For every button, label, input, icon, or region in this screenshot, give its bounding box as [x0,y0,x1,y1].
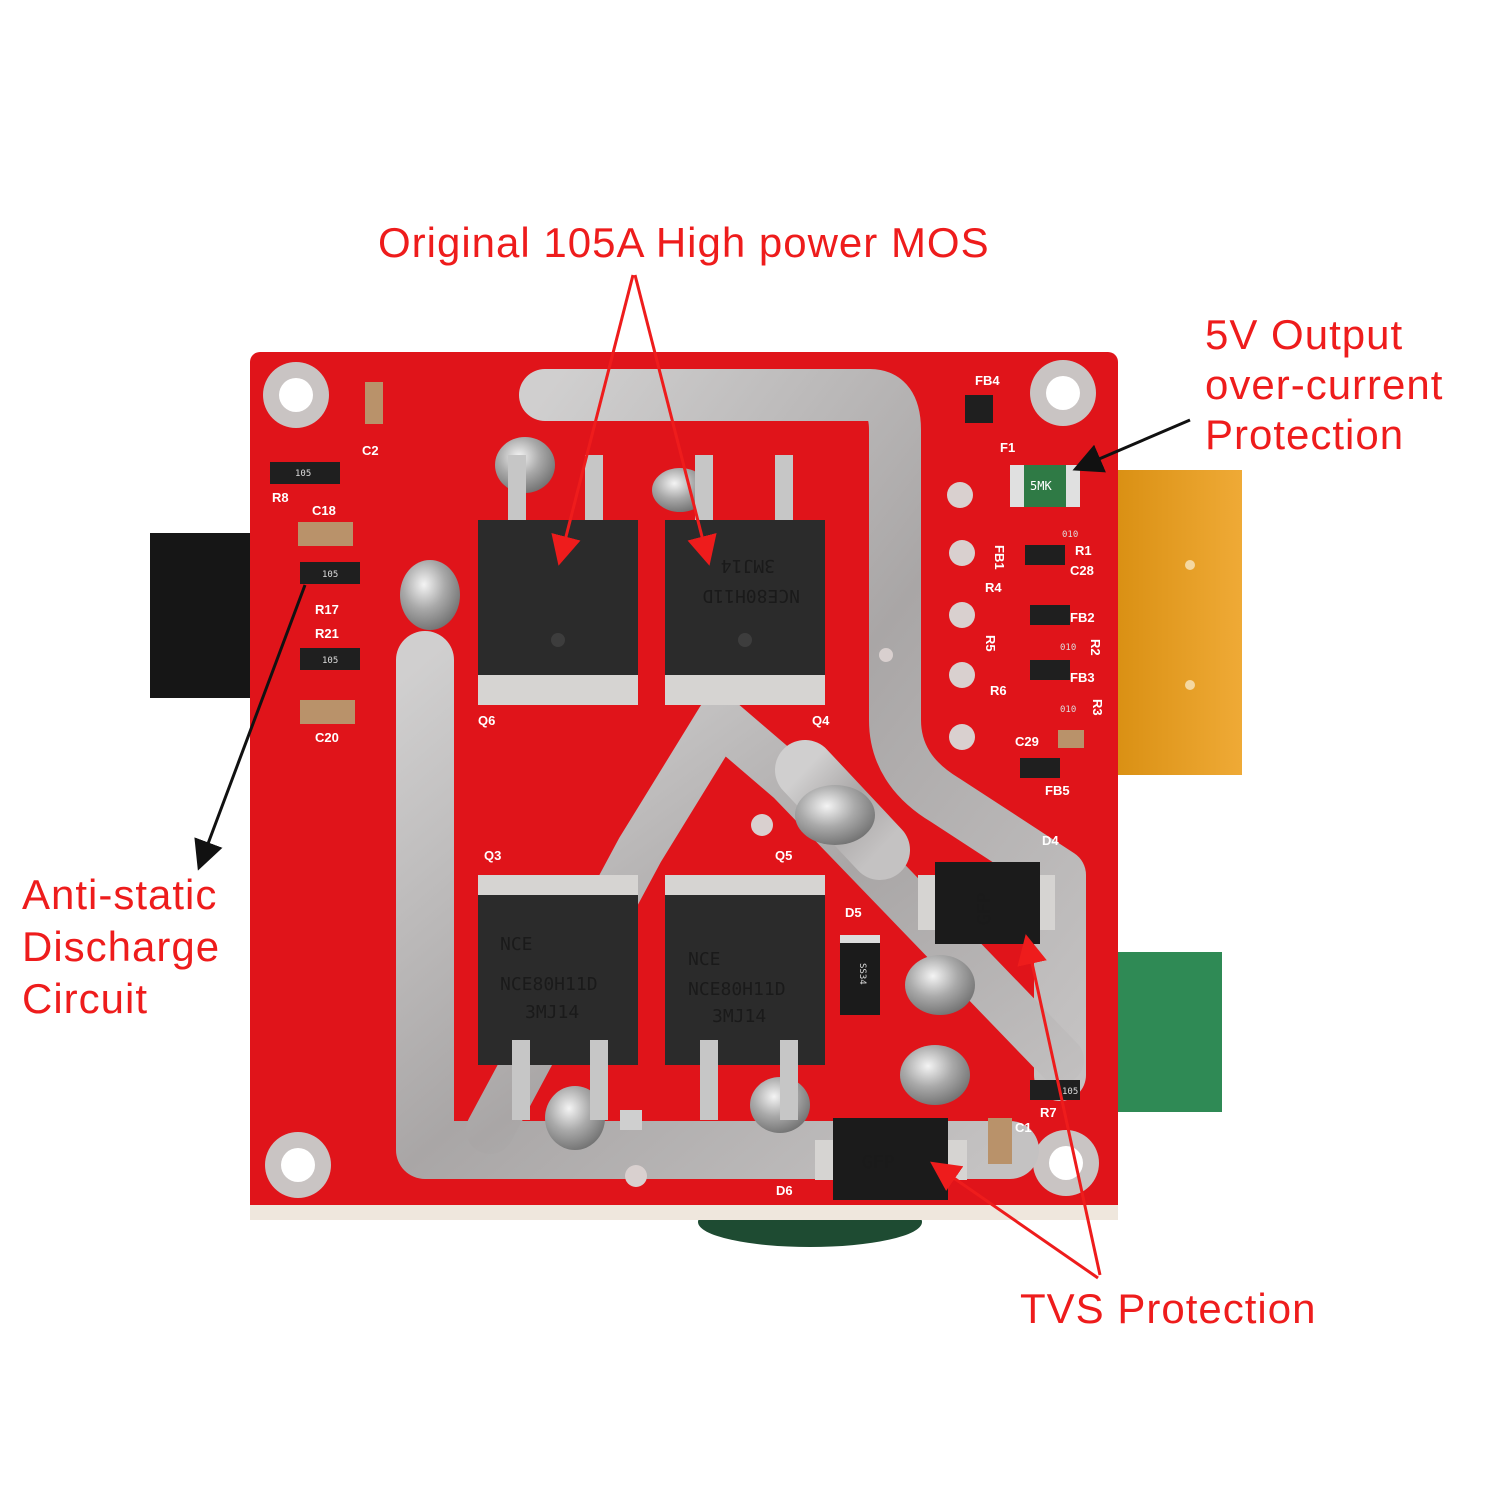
silk-r8: R8 [272,490,289,505]
fuse-marking: 5MK [1030,479,1052,493]
silk-r7: R7 [1040,1105,1057,1120]
mos-brand-marking: NCE [688,949,721,970]
esd-arrow [194,584,307,871]
tvs-diode-d6: GFP [815,1118,967,1200]
r1-marking: 010 [1062,530,1078,540]
schottky-diode-d5: SS34 [840,935,880,1015]
pcb-edge [250,1205,1118,1220]
green-connector [1112,952,1222,1112]
silk-r6: R6 [990,683,1007,698]
mosfet-q5: NCE NCE80H11D 3MJ14 [665,875,825,1120]
mos-part-marking: NCE80H11D [500,974,598,995]
silk-c28: C28 [1070,563,1094,578]
fuse-f1: 5MK [1010,465,1080,507]
r2-marking: 010 [1060,643,1076,653]
connector-pin [1185,560,1195,570]
mos-part-marking: NCE80H11D [688,979,786,1000]
silk-f1: F1 [1000,440,1015,455]
smd-components [270,382,1084,1164]
tvs-marking: GFP [862,1152,895,1173]
esd-label-line1: Anti-static [22,871,218,918]
silk-r3: R3 [1090,699,1105,716]
silk-fb4: FB4 [975,373,1000,388]
tvs-diode-d4: GFP [918,862,1055,944]
mos-lot-marking: 3MJ14 [721,555,775,576]
silk-fb5: FB5 [1045,783,1070,798]
output-protection-label-line3: Protection [1205,411,1405,458]
silk-q4: Q4 [812,713,830,728]
silk-r2: R2 [1088,639,1103,656]
fuse-arrow [1072,418,1191,473]
silk-c29: C29 [1015,734,1039,749]
silk-fb3: FB3 [1070,670,1095,685]
mos-lot-marking: 3MJ14 [712,1006,766,1027]
silk-r5: R5 [983,635,998,652]
r8-marking: 105 [295,469,311,479]
r21-marking: 105 [322,656,338,666]
mos-lot-marking: 3MJ14 [525,1002,579,1023]
mosfet-q4: NCE80H11D 3MJ14 [665,455,825,705]
silk-fb2: FB2 [1070,610,1095,625]
silk-q3: Q3 [484,848,501,863]
r3-marking: 010 [1060,705,1076,715]
silk-d4: D4 [1042,833,1059,848]
output-protection-label-line2: over-current [1205,361,1444,408]
tvs-arrows [930,934,1102,1280]
silk-q5: Q5 [775,848,792,863]
silk-r4: R4 [985,580,1002,595]
esd-label-line3: Circuit [22,975,149,1022]
orange-connector [1112,470,1242,775]
silk-c2: C2 [362,443,379,458]
r7-marking: 105 [1062,1087,1078,1097]
tvs-marking: GFP [974,892,995,925]
silk-d6: D6 [776,1183,793,1198]
mounting-holes [263,360,1099,1198]
mos-label: Original 105A High power MOS [378,219,990,266]
esd-label-line2: Discharge [22,923,221,970]
black-connector [150,533,260,698]
silk-c1: C1 [1015,1120,1032,1135]
mos-part-marking: NCE80H11D [702,585,800,606]
d5-marking: SS34 [857,963,867,985]
tvs-label: TVS Protection [1020,1285,1317,1332]
mos-arrows [551,274,717,566]
mos-brand-marking: NCE [500,934,533,955]
silk-c18: C18 [312,503,336,518]
silk-r17: R17 [315,602,339,617]
test-pads [625,482,975,1187]
output-protection-label-line1: 5V Output [1205,311,1404,358]
mosfet-q3: NCE NCE80H11D 3MJ14 [478,875,638,1120]
silk-c20: C20 [315,730,339,745]
r17-marking: 105 [322,570,338,580]
silk-r1: R1 [1075,543,1092,558]
silk-r21: R21 [315,626,339,641]
silk-q6: Q6 [478,713,495,728]
connector-pin [1185,680,1195,690]
silk-d5: D5 [845,905,862,920]
silk-fb1: FB1 [992,545,1007,570]
